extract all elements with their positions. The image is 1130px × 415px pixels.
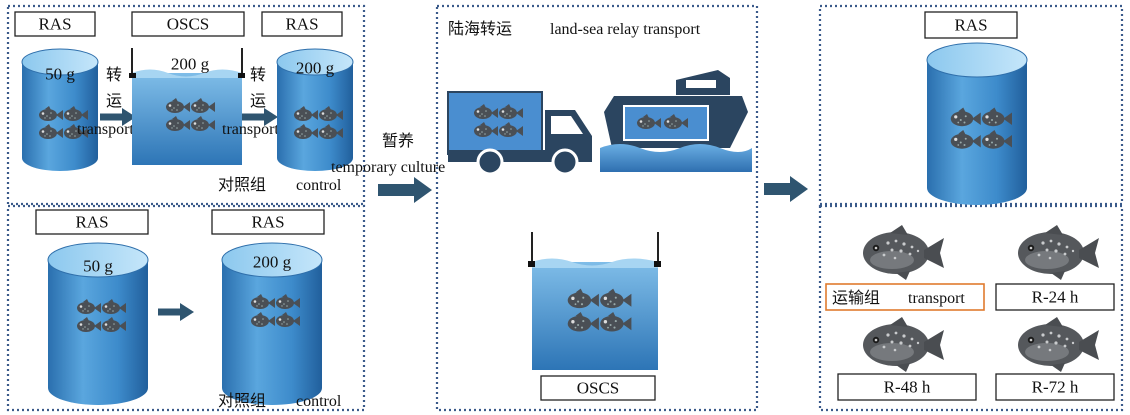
transport-group-en: transport — [908, 290, 965, 307]
panel-control-transfer — [6, 4, 366, 206]
middle-content: 陆海转运 land-sea relay transport — [447, 20, 752, 401]
group-en: control — [296, 393, 342, 410]
group-cn: 对照组 — [218, 176, 266, 194]
ras-label: RAS — [954, 16, 987, 35]
panel-land-sea-relay — [435, 4, 759, 412]
pufferfish-icon — [863, 225, 944, 280]
right-arrow-icon — [764, 176, 808, 202]
group-label-r24: R-24 h — [1032, 288, 1079, 307]
transfer-cn: 转 — [250, 66, 266, 84]
ras-label: RAS — [251, 213, 284, 232]
ras-label: RAS — [75, 213, 108, 232]
right-bottom-content: 运输组 transport R-24 h R-48 h R-72 h — [825, 225, 1115, 401]
group-en: control — [296, 177, 342, 194]
right-arrow-icon — [158, 303, 194, 321]
temporary-culture-arrow: 暂养 temporary culture — [331, 132, 445, 203]
ras-label: RAS — [38, 15, 71, 34]
weight-label: 200 g — [253, 253, 292, 272]
temporary-culture-en: temporary culture — [331, 159, 445, 176]
pufferfish-icon — [863, 317, 944, 372]
ras-label: RAS — [285, 15, 318, 34]
transfer-en: transport — [77, 121, 134, 138]
weight-label: 50 g — [45, 65, 75, 84]
weight-label: 200 g — [296, 59, 335, 78]
left-bottom-content: RAS RAS 50 g 200 g 对照组 control — [35, 209, 342, 410]
oscs-tank — [129, 48, 245, 165]
transfer-en: transport — [222, 121, 279, 138]
panel-transport-groups — [818, 204, 1124, 412]
ship-icon — [600, 70, 752, 172]
pufferfish-icon — [1018, 317, 1099, 372]
weight-label: 200 g — [171, 55, 210, 74]
oscs-label: OSCS — [167, 15, 210, 34]
relay-title-en: land-sea relay transport — [550, 21, 701, 38]
oscs-label: OSCS — [577, 379, 620, 398]
transfer-cn: 运 — [106, 92, 122, 110]
weight-label: 50 g — [83, 257, 113, 276]
oscs-tank — [528, 232, 661, 370]
right-arrow-icon — [378, 177, 432, 203]
pufferfish-icon — [1018, 225, 1099, 280]
group-label-r48: R-48 h — [884, 378, 931, 397]
truck-icon — [447, 91, 592, 176]
left-top-content: RAS OSCS RAS 50 g 转 运 transport 200 g 转 — [14, 11, 354, 194]
transfer-cn: 转 — [106, 66, 122, 84]
ras-tank — [926, 42, 1028, 206]
group-label-r72: R-72 h — [1032, 378, 1079, 397]
transport-group-box — [825, 283, 985, 311]
transfer-cn: 运 — [250, 92, 266, 110]
right-top-content: RAS — [924, 11, 1028, 206]
transport-group-cn: 运输组 — [832, 289, 880, 307]
relay-title-cn: 陆海转运 — [448, 20, 512, 38]
group-cn: 对照组 — [218, 392, 266, 410]
temporary-culture-cn: 暂养 — [382, 132, 414, 150]
